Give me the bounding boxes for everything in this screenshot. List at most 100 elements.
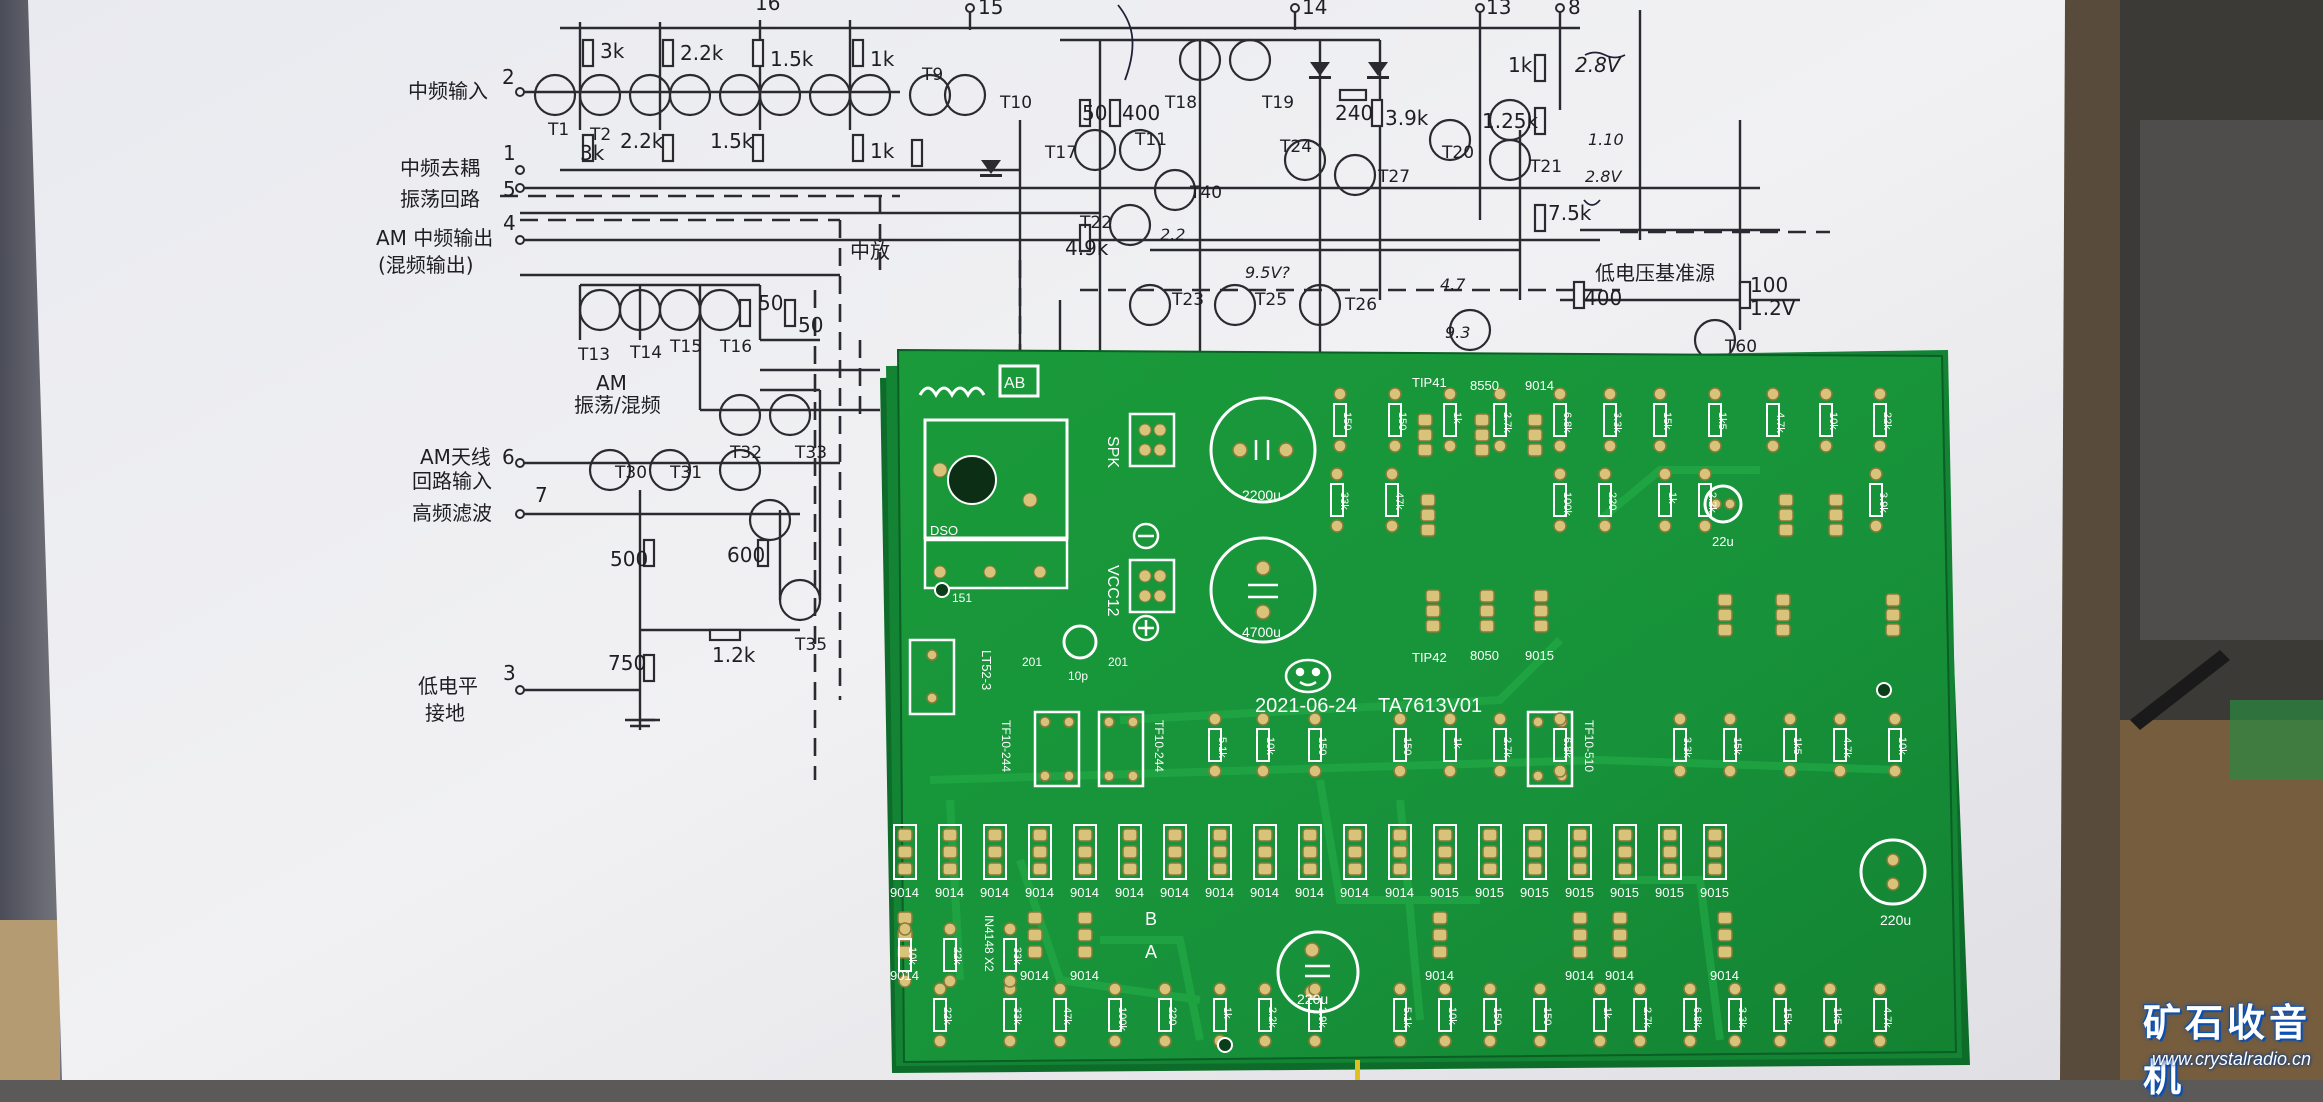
resistor-footprint — [1443, 712, 1457, 778]
pad — [1572, 845, 1588, 859]
pad — [1077, 945, 1093, 959]
resistor-value: 3.9k — [1316, 1007, 1328, 1028]
resistor-value: 1k — [1451, 412, 1463, 424]
resistor-footprint — [1593, 982, 1607, 1048]
transistor-outline — [1658, 824, 1682, 880]
pad — [1032, 862, 1048, 876]
transistor-outline — [1163, 824, 1187, 880]
pad — [1474, 428, 1490, 442]
pad — [1717, 928, 1733, 942]
pad — [1420, 523, 1436, 537]
schematic-dashed — [500, 194, 1830, 780]
tr-T14: T14 — [629, 343, 662, 363]
transistor-footprints — [893, 413, 1901, 959]
tr-T30: T30 — [614, 463, 647, 483]
tr-T21: T21 — [1529, 157, 1562, 177]
pad — [1437, 862, 1453, 876]
pad — [1032, 845, 1048, 859]
handwritten-0: 2.2 — [1160, 225, 1185, 244]
pad — [897, 911, 913, 925]
tr-T40: T40 — [1189, 183, 1222, 203]
resistor-value: 1k — [1451, 737, 1463, 749]
pad — [1527, 828, 1543, 842]
pad — [1707, 862, 1723, 876]
pad — [1533, 604, 1549, 618]
resistor-footprint — [1258, 982, 1272, 1048]
resistor-value: 1k — [1221, 1007, 1233, 1019]
resistor-value: 150 — [1401, 737, 1413, 755]
tr-T17: T17 — [1044, 143, 1077, 163]
res-18: 500 — [610, 547, 648, 571]
pcb-label-4700u: 4700u — [1242, 624, 1281, 640]
transistor-outline — [1433, 824, 1457, 880]
pad — [1212, 862, 1228, 876]
resistor-footprint — [1208, 712, 1222, 778]
resistor-value: 150 — [1491, 1007, 1503, 1025]
schematic-labels: 中频输入 2 中频去耦 1 振荡回路 5 AM 中频输出 4 (混频输出) AM… — [376, 0, 1796, 725]
transistor-label: 9015 — [1520, 885, 1549, 900]
res-12: 1k — [1508, 53, 1533, 77]
transistor-outline — [1298, 824, 1322, 880]
schematic-pin-terminals — [515, 3, 1565, 695]
resistor-footprint — [1873, 387, 1887, 453]
pad — [1392, 862, 1408, 876]
res-19: 600 — [727, 543, 765, 567]
tr-T13: T13 — [577, 345, 610, 365]
pin-num-2: 5 — [503, 177, 516, 201]
res-5: 2.2k — [620, 129, 664, 153]
pad — [1392, 845, 1408, 859]
pcb-label-22u: 22u — [1712, 534, 1734, 549]
pad — [1425, 604, 1441, 618]
pad — [1717, 608, 1733, 622]
transistor-label: 9015 — [1565, 885, 1594, 900]
pad — [1167, 862, 1183, 876]
resistor-footprint — [1385, 467, 1399, 533]
pad — [1425, 619, 1441, 633]
resistor-value: 4.7k — [1881, 1007, 1893, 1028]
resistor-footprint — [1653, 387, 1667, 453]
pad — [1027, 911, 1043, 925]
pad — [1527, 845, 1543, 859]
pad — [942, 845, 958, 859]
resistor-footprint — [1766, 387, 1780, 453]
transistor-outline — [1703, 824, 1727, 880]
resistor-footprint — [1833, 712, 1847, 778]
resistor-footprint — [1633, 982, 1647, 1048]
resistor-value: 1k5 — [1791, 737, 1803, 755]
pcb-label-a: A — [1145, 942, 1157, 962]
handwritten-2: 4.7 — [1440, 275, 1466, 294]
resistor-value: 220 — [1166, 1007, 1178, 1025]
resistor-value: 3.3k — [1611, 412, 1623, 433]
pcb-date: 2021-06-24 — [1255, 695, 1357, 717]
pcb-mounting-holes — [934, 582, 1892, 1053]
pcb-label-spk: SPK — [1104, 436, 1121, 468]
resistor-footprint — [1333, 387, 1347, 453]
pcb-model: TA7613V01 — [1378, 695, 1482, 717]
pad — [1432, 928, 1448, 942]
pad — [1077, 828, 1093, 842]
resistor-value: 15k — [1781, 1007, 1793, 1025]
resistor-footprint — [1823, 982, 1837, 1048]
resistor-value: 1k5 — [1831, 1007, 1843, 1025]
tr-T9: T9 — [921, 65, 943, 85]
res-6: 1.5k — [710, 129, 754, 153]
pad — [1885, 623, 1901, 637]
pad — [1302, 828, 1318, 842]
tr-T26: T26 — [1344, 295, 1377, 315]
pad — [1432, 945, 1448, 959]
pad — [1707, 828, 1723, 842]
top-pin-3: 13 — [1486, 0, 1511, 19]
pad — [1717, 945, 1733, 959]
coil-symbol — [918, 364, 1040, 399]
top-pin-1: 15 — [978, 0, 1003, 19]
tr-T1: T1 — [547, 120, 569, 140]
pad — [1122, 845, 1138, 859]
resistor-footprint — [1158, 982, 1172, 1048]
top-pin-0: 16 — [755, 0, 780, 15]
pad — [1347, 862, 1363, 876]
pad — [1778, 493, 1794, 507]
transistor-label: 9014 — [935, 885, 964, 900]
resistor-value: 2.7k — [1501, 737, 1513, 758]
